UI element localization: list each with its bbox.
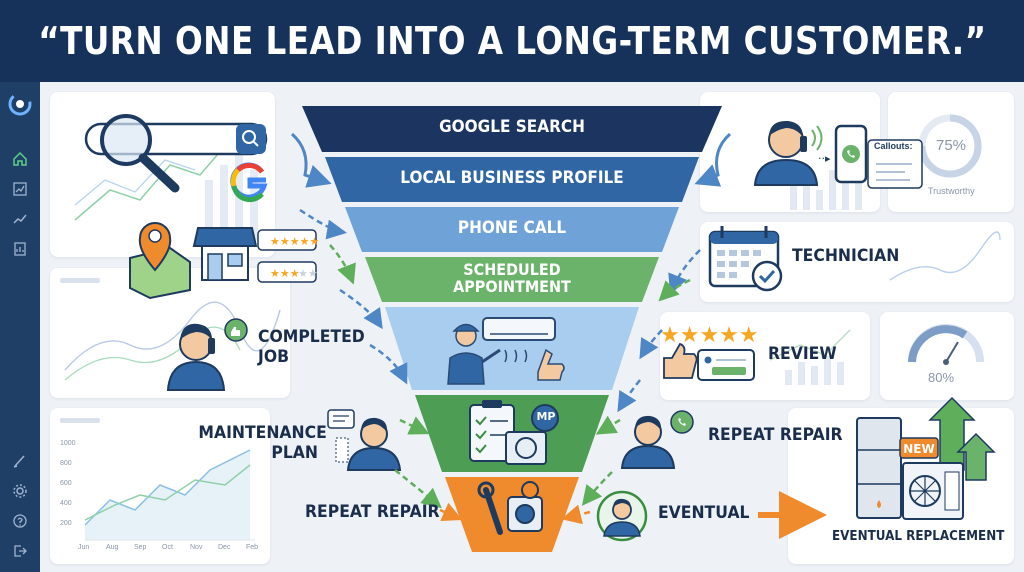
line-chart-bottom-left xyxy=(60,418,255,541)
svg-text:★★★★★: ★★★★★ xyxy=(660,323,759,348)
stage-label-local-business-profile: LOCAL BUSINESS PROFILE xyxy=(400,168,624,188)
mini-chart-mid-left xyxy=(60,278,281,381)
help-icon xyxy=(13,514,27,528)
gauge-top-caption: Trustworthy xyxy=(928,186,975,196)
gauge-top-value: 75% xyxy=(936,137,967,154)
magnifier-icon xyxy=(100,114,180,193)
label-technician: TECHNICIAN xyxy=(792,246,900,266)
arrows-left xyxy=(290,132,463,522)
y-tick: 800 xyxy=(60,460,72,467)
app-logo-icon xyxy=(8,92,32,116)
x-tick: Nov xyxy=(190,544,203,551)
repeat-repair-customer-icon xyxy=(620,410,694,469)
sidebar-chart-button[interactable] xyxy=(0,174,40,204)
x-tick: Dec xyxy=(218,544,231,551)
sidebar-settings-button[interactable] xyxy=(0,476,40,506)
label-completed-job-line2: JOB xyxy=(258,346,290,367)
funnel-stage-scheduled-appointment xyxy=(365,257,659,302)
sidebar-logout-button[interactable] xyxy=(0,536,40,566)
technician-ac-icon xyxy=(447,317,565,385)
replacement-hvac-units-icon xyxy=(856,396,996,520)
svg-text:··▸: ··▸ xyxy=(818,152,831,165)
x-tick: Aug xyxy=(106,544,119,551)
headline: “TURN ONE LEAD INTO A LONG-TERM CUSTOMER… xyxy=(37,19,987,63)
caller-with-phone-icon: ··▸ xyxy=(753,120,923,189)
new-badge: NEW xyxy=(903,442,935,456)
label-maintenance-line1: MAINTENANCE xyxy=(198,423,327,443)
label-completed-job: COMPLETED JOB xyxy=(258,327,365,367)
sidebar-report-button[interactable] xyxy=(0,234,40,264)
label-eventual-replacement: EVENTUAL REPLACEMENT xyxy=(832,529,1005,544)
funnel-stage-google-search xyxy=(302,106,722,152)
funnel-stage-local-business-profile xyxy=(325,157,699,202)
chart-x-axis: Jun Aug Sep Oct Nov Dec Feb xyxy=(78,544,268,554)
label-repeat-repair-right: REPEAT REPAIR xyxy=(708,425,843,445)
arrows-right xyxy=(561,132,827,539)
svg-text:★★★: ★★★ xyxy=(270,267,300,280)
review-bubbles-icon: ★★★★★ ★★★ ★★ xyxy=(257,229,319,283)
google-logo-icon xyxy=(230,162,268,203)
mp-badge: MP xyxy=(536,410,556,423)
svg-text:★★: ★★ xyxy=(298,267,318,280)
funnel-stage-phone-call xyxy=(345,207,679,252)
maintenance-clipboard-icon xyxy=(469,400,559,465)
gauge-bottom-value: 80% xyxy=(928,370,955,385)
label-completed-job-line1: COMPLETED xyxy=(258,327,365,347)
stage-label-scheduled-appointment: SCHEDULED APPOINTMENT xyxy=(377,260,647,296)
label-review: REVIEW xyxy=(768,344,837,364)
repair-tools-icon xyxy=(477,481,543,535)
svg-text:★★★★★: ★★★★★ xyxy=(270,235,319,248)
stage-label-google-search: GOOGLE SEARCH xyxy=(439,117,585,137)
stage-label-scheduled-line2: APPOINTMENT xyxy=(453,276,571,296)
customer-phone-icon xyxy=(166,318,248,391)
mini-chart-review xyxy=(769,329,851,385)
mini-chart-mid-right xyxy=(889,231,1001,281)
y-tick: 1000 xyxy=(60,440,76,447)
sidebar-home-button[interactable] xyxy=(0,144,40,174)
review-stars-icon: ★★★★★ xyxy=(660,323,759,381)
sidebar-pen-button[interactable] xyxy=(0,446,40,476)
report-icon xyxy=(14,242,26,256)
eventual-customer-icon xyxy=(596,490,648,542)
pen-icon xyxy=(13,455,25,468)
stage-label-scheduled-line1: SCHEDULED xyxy=(463,260,561,279)
map-pin-icon xyxy=(129,222,191,300)
mini-chart-top-right xyxy=(790,165,862,210)
label-repeat-repair-left: REPEAT REPAIR xyxy=(305,502,440,522)
gear-icon xyxy=(13,484,27,498)
home-icon xyxy=(13,151,27,166)
maintenance-customer-icon xyxy=(327,409,402,471)
label-eventual: EVENTUAL xyxy=(658,503,750,523)
trend-icon xyxy=(13,214,27,224)
x-tick: Sep xyxy=(134,544,147,551)
x-tick: Oct xyxy=(162,544,173,551)
sidebar-help-button[interactable] xyxy=(0,506,40,536)
sidebar xyxy=(0,82,40,572)
calendar-icon xyxy=(708,226,783,292)
headline-banner: “TURN ONE LEAD INTO A LONG-TERM CUSTOMER… xyxy=(0,0,1024,82)
storefront-icon xyxy=(192,227,258,281)
x-tick: Jun xyxy=(78,544,90,551)
y-tick: 400 xyxy=(60,500,72,507)
gauge-bottom xyxy=(908,324,984,365)
stage-label-phone-call: PHONE CALL xyxy=(457,218,567,238)
label-maintenance-plan: MAINTENANCE PLAN xyxy=(198,423,327,463)
sidebar-trend-button[interactable] xyxy=(0,204,40,234)
label-maintenance-line2: PLAN xyxy=(271,442,318,463)
y-tick: 600 xyxy=(60,480,72,487)
logout-icon xyxy=(14,545,27,557)
chart-y-axis: 1000 800 600 400 200 xyxy=(60,440,82,540)
callouts-caption: Callouts: xyxy=(874,141,913,151)
y-tick: 200 xyxy=(60,520,72,527)
x-tick: Feb xyxy=(246,544,259,551)
chart-icon xyxy=(13,182,27,196)
